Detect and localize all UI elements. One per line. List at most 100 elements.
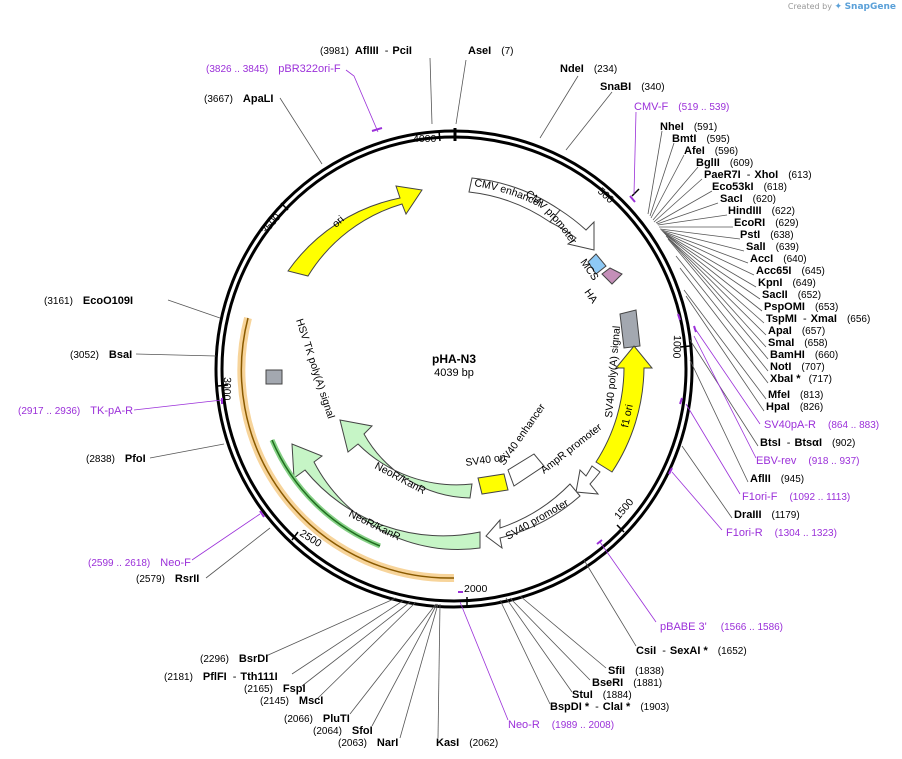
site-label-pbabe3: pBABE 3'(1566 .. 1586) [660, 621, 783, 633]
feature-label-neor-kanr-inner: NeoR/KanR [373, 460, 428, 497]
leader-f1ori-f [685, 403, 741, 495]
site-label-acc65I: Acc65I(645) [756, 265, 825, 277]
leader-salI [660, 229, 745, 252]
site-label-hindIII: HindIII(622) [728, 205, 795, 217]
site-label-bseRI: BseRI(1881) [592, 677, 662, 689]
site-label-fspI: (2165)FspI [244, 683, 306, 695]
feature-neor-kanr-outer-arrow [291, 443, 481, 551]
snapgene-logo-icon: ✦ [834, 2, 843, 12]
site-label-neo-f: (2599 .. 2618)Neo-F [88, 557, 191, 569]
site-label-pstI: PstI(638) [740, 229, 794, 241]
site-label-bspDI: BspDI *-ClaI *(1903) [550, 701, 669, 713]
leader-xhoI [653, 178, 703, 223]
leader-draIII [681, 445, 733, 519]
site-label-eco53kI: Eco53kI(618) [712, 181, 787, 193]
site-label-cmv-f: CMV-F(519 .. 539) [634, 101, 729, 113]
leader-sv40pa-r [695, 329, 761, 425]
site-label-tspMI: TspMI-XmaI(656) [766, 313, 870, 325]
tick-marks [217, 130, 691, 607]
site-label-notI: NotI(707) [770, 361, 825, 373]
feature-f1-ori-arrow [595, 345, 654, 473]
site-label-sacI: SacI(620) [720, 193, 776, 205]
leader-fspI [301, 601, 411, 687]
site-label-bamHI: BamHI(660) [770, 349, 838, 361]
site-label-smaI: SmaI(658) [768, 337, 828, 349]
tick-label-1000: 1000 [670, 335, 683, 359]
leader-notI [675, 255, 769, 372]
site-label-sfoI: (2064)SfoI [313, 725, 373, 737]
leader-bspDI [499, 599, 551, 705]
leader-xbaI [679, 267, 769, 384]
primer-mark-f1ori-f [679, 397, 683, 405]
primer-mark-neo-f [259, 510, 265, 518]
tick-mark-1000 [679, 345, 691, 348]
leader-btsI [689, 339, 759, 447]
leader-pbr322ori-f [345, 69, 379, 133]
snapgene-credit: Created by ✦ SnapGene [788, 2, 896, 12]
primer-mark-cmv-f [629, 195, 636, 203]
leader-aseI [455, 59, 467, 125]
leader-pflFI [291, 599, 405, 675]
site-label-bmtI: BmtI(595) [672, 133, 730, 145]
feature-ampr-promoter-arrow [575, 465, 601, 495]
feature-sv40-polya-box [619, 309, 641, 349]
primer-mark-ebv-rev [693, 325, 697, 333]
leader-ndeI [539, 75, 579, 139]
leader-cmv-f [633, 111, 637, 195]
primer-mark-pbr322ori-f [371, 127, 383, 132]
leader-lines [135, 57, 769, 739]
site-label-pluTI: (2066)PluTI [284, 713, 350, 725]
site-label-apaLI: (3667)ApaLI [204, 93, 273, 105]
tick-mark-3500 [280, 202, 289, 211]
leader-smaI [667, 237, 767, 348]
leader-aflII [689, 359, 749, 483]
leader-kpnI [663, 232, 757, 288]
leader-sacI [656, 202, 719, 225]
site-label-pflFI: (2181)PflFI-Tth111I [164, 671, 278, 683]
site-label-accI: AccI(640) [750, 253, 807, 265]
site-label-aseI: AseI(7) [468, 45, 513, 57]
feature-label-sv40-ori: SV40 ori [465, 451, 507, 468]
primer-band-green-line [271, 439, 381, 547]
site-label-btsI: BtsI-BtsαI(902) [760, 437, 855, 449]
site-label-nheI: NheI(591) [660, 121, 717, 133]
site-label-aflII: AflII(945) [750, 473, 804, 485]
site-label-kasI: KasI(2062) [436, 737, 498, 749]
site-label-xbaI: XbaI *(717) [770, 373, 832, 385]
site-label-pfoI: (2838)PfoI [86, 453, 146, 465]
site-label-f1ori-f: F1ori-F(1092 .. 1113) [742, 491, 850, 503]
leader-bglII [652, 166, 699, 221]
site-label-mscI: (2145)MscI [260, 695, 323, 707]
leader-bamHI [667, 238, 769, 360]
leader-sacII [664, 233, 761, 300]
primer-mark-pbabe3 [596, 539, 603, 545]
features [265, 177, 654, 551]
leader-mscI [317, 601, 417, 699]
site-label-aflIII: (3981)AflIII-PciI [320, 45, 412, 57]
tick-label-4000: 4000 [413, 133, 437, 145]
tick-label-2000: 2000 [464, 583, 488, 595]
leader-narI [399, 603, 439, 739]
site-label-hpaI: HpaI(826) [766, 401, 823, 413]
site-label-ecoRI: EcoRI(629) [734, 217, 799, 229]
feature-mcs-box [587, 253, 607, 275]
leader-bsrDI [265, 597, 397, 657]
leader-bmtI [649, 142, 675, 217]
site-labels: (3981)AflIII-PciI AseI(7) NdeI(234) SnaB… [18, 45, 879, 749]
tick-label-3000: 3000 [220, 377, 233, 401]
feature-hsv-tk-polya-box [265, 369, 283, 385]
leader-stuI [505, 597, 573, 693]
feature-label-neor-kanr-outer: NeoR/KanR [347, 508, 403, 544]
feature-label-f1-ori: f1 ori [619, 403, 636, 428]
site-label-draIII: DraIII(1179) [734, 509, 800, 521]
leader-accI [661, 230, 749, 264]
primer-marks [221, 127, 697, 593]
primer-leader-lines [133, 69, 761, 721]
leader-hindIII [657, 214, 728, 226]
site-label-csiI: CsiI-SexAI *(1652) [636, 645, 747, 657]
primer-mark-f1ori-r [668, 467, 673, 475]
site-label-ebv-rev: EBV-rev(918 .. 937) [756, 455, 860, 467]
feature-cmv-promoter-arrow [549, 209, 595, 251]
leader-sfiI [519, 595, 607, 669]
